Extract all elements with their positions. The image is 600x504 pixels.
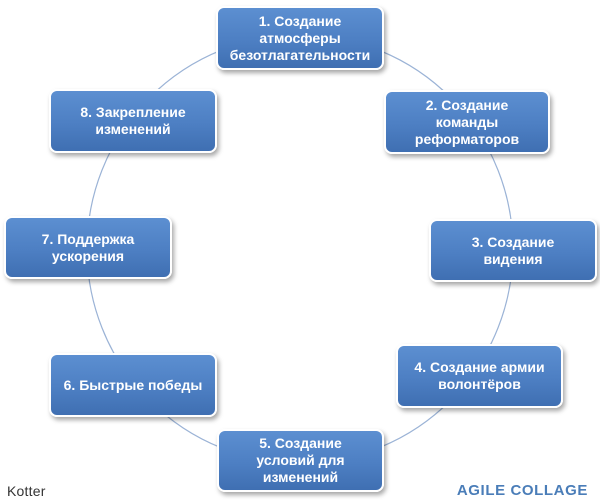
step-box-1: 1. Создание атмосферы безотлагательности xyxy=(216,6,384,70)
step-box-6: 6. Быстрые победы xyxy=(49,353,217,417)
step-box-8: 8. Закрепление изменений xyxy=(49,89,217,153)
step-box-5: 5. Создание условий для изменений xyxy=(217,429,384,492)
agile-collage-logo: AGILE COLLAGE xyxy=(456,482,588,499)
step-box-4: 4. Создание армии волонтёров xyxy=(396,344,563,408)
step-box-2: 2. Создание команды реформаторов xyxy=(384,90,550,154)
kotter-logo: Kotter xyxy=(7,483,46,499)
step-box-7: 7. Поддержка ускорения xyxy=(4,216,172,279)
step-box-3: 3. Создание видения xyxy=(429,219,597,282)
